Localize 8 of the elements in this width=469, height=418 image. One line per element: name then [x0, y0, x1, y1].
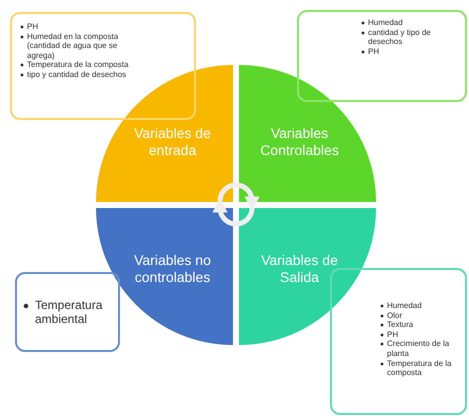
quadrant-title: Variables Controlables — [259, 125, 340, 158]
text-box — [10, 12, 196, 120]
quadrant-title: Variables de entrada — [133, 125, 212, 158]
text-box — [15, 272, 120, 352]
text-box — [297, 10, 467, 102]
quadrant-title: Variables no controlables — [133, 252, 212, 285]
quadrant-title: Variables de Salida — [260, 252, 339, 285]
text-box — [330, 268, 467, 415]
